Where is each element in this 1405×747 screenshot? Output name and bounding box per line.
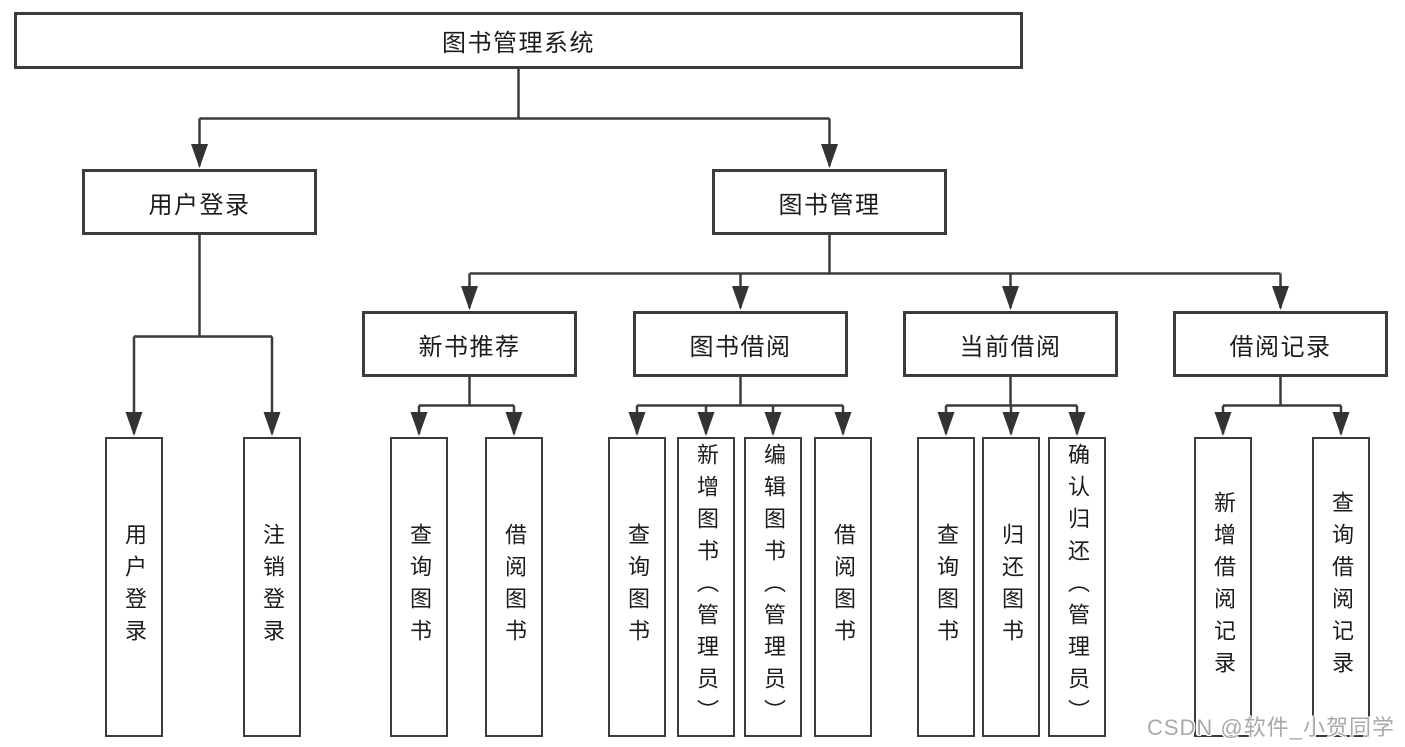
- node-edit-books-admin: 编辑图书（管理员）: [744, 437, 802, 737]
- node-return-books-label: 归还图书: [999, 523, 1024, 651]
- node-new-book-recommend: 新书推荐: [362, 311, 577, 377]
- node-query-books-1-label: 查询图书: [407, 523, 432, 651]
- node-library-system: 图书管理系统: [14, 12, 1023, 69]
- node-library-system-label: 图书管理系统: [442, 30, 595, 57]
- node-user-login-leaf-label: 用户登录: [122, 523, 147, 651]
- arrowheads: [125, 144, 1350, 436]
- node-book-borrowing: 图书借阅: [633, 311, 848, 377]
- node-query-books-1: 查询图书: [390, 437, 448, 737]
- node-logout: 注销登录: [243, 437, 301, 737]
- watermark-text: CSDN @软件_小贺同学: [1146, 715, 1395, 740]
- node-book-management: 图书管理: [712, 169, 947, 235]
- node-current-borrowing-label: 当前借阅: [959, 333, 1062, 361]
- node-edit-books-admin-label: 编辑图书（管理员）: [761, 443, 786, 731]
- node-book-management-label: 图书管理: [778, 191, 881, 219]
- node-query-books-2: 查询图书: [608, 437, 666, 737]
- node-query-books-3-label: 查询图书: [934, 523, 959, 651]
- node-borrow-books-1: 借阅图书: [485, 437, 543, 737]
- node-return-books: 归还图书: [982, 437, 1040, 737]
- node-borrowing-records: 借阅记录: [1173, 311, 1388, 377]
- node-current-borrowing: 当前借阅: [903, 311, 1118, 377]
- node-user-login-label: 用户登录: [148, 191, 251, 219]
- node-query-borrow-record-label: 查询借阅记录: [1329, 491, 1354, 683]
- node-confirm-return-admin-label: 确认归还（管理员）: [1065, 443, 1090, 731]
- node-query-books-2-label: 查询图书: [625, 523, 650, 651]
- node-user-login-leaf: 用户登录: [105, 437, 163, 737]
- node-confirm-return-admin: 确认归还（管理员）: [1048, 437, 1106, 737]
- node-query-books-3: 查询图书: [917, 437, 975, 737]
- node-add-books-admin-label: 新增图书（管理员）: [694, 443, 719, 731]
- node-query-borrow-record: 查询借阅记录: [1312, 437, 1370, 737]
- node-borrow-books-2-label: 借阅图书: [831, 523, 856, 651]
- node-new-book-recommend-label: 新书推荐: [418, 333, 521, 361]
- node-add-borrow-record-label: 新增借阅记录: [1211, 491, 1236, 683]
- node-book-borrowing-label: 图书借阅: [689, 333, 792, 361]
- node-user-login: 用户登录: [82, 169, 317, 235]
- node-logout-label: 注销登录: [260, 523, 285, 651]
- node-borrow-books-2: 借阅图书: [814, 437, 872, 737]
- node-borrowing-records-label: 借阅记录: [1229, 333, 1332, 361]
- node-borrow-books-1-label: 借阅图书: [502, 523, 527, 651]
- node-add-borrow-record: 新增借阅记录: [1194, 437, 1252, 737]
- node-add-books-admin: 新增图书（管理员）: [677, 437, 735, 737]
